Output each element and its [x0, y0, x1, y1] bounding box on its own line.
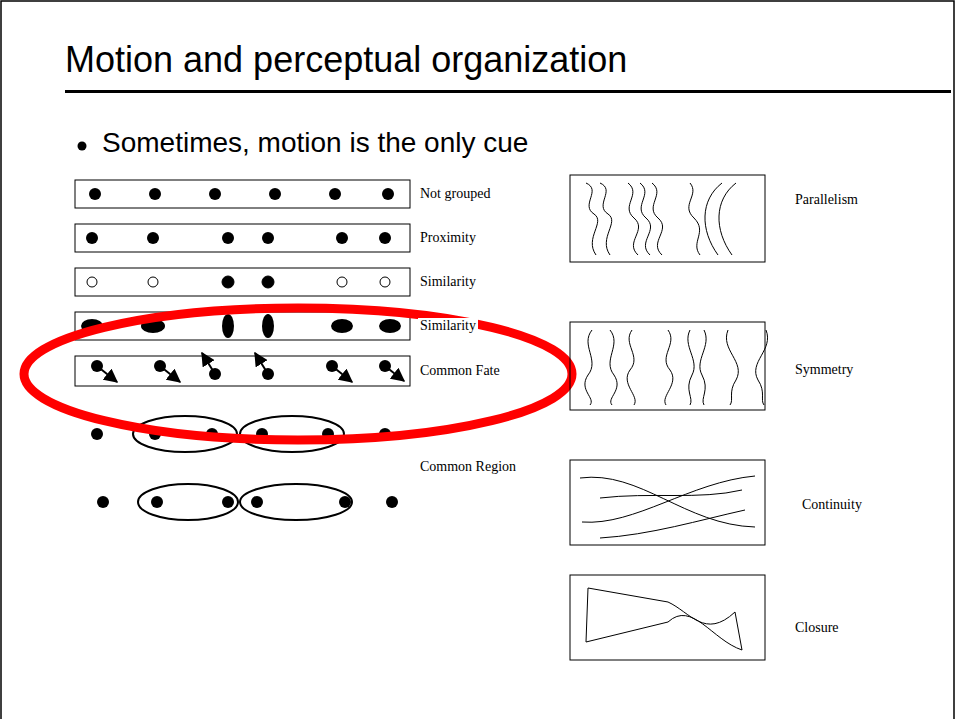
figure-path — [586, 588, 742, 650]
figure-rect — [570, 322, 765, 410]
figure-rect — [75, 356, 410, 386]
figure-circle — [339, 496, 351, 508]
figure-ellipse — [138, 484, 238, 520]
group-label: Similarity — [418, 318, 478, 334]
figure-circle — [269, 188, 281, 200]
figure-path — [600, 490, 742, 498]
figure-circle — [337, 277, 347, 287]
figure-circle — [386, 496, 398, 508]
figure-circle — [148, 277, 158, 287]
figure-ellipse — [262, 314, 274, 338]
figure-circle — [78, 142, 87, 151]
figure-rect — [65, 90, 951, 93]
figure-circle — [262, 276, 274, 288]
figure-g — [586, 588, 742, 650]
figure-path — [700, 330, 706, 405]
figure-circle — [151, 496, 163, 508]
group-label: Common Region — [418, 459, 518, 475]
figure-rect — [75, 224, 410, 252]
figure-path — [600, 183, 612, 255]
figure-ellipse — [24, 308, 572, 440]
figure-path — [726, 330, 738, 405]
figure-ellipse — [240, 484, 352, 520]
figure-line — [202, 353, 215, 374]
figure-path — [610, 330, 617, 405]
bullet-text: Sometimes, motion is the only cue — [102, 128, 528, 159]
figure-line — [385, 366, 404, 381]
figure-circle — [262, 232, 274, 244]
figure-g — [97, 353, 404, 382]
figure-g — [586, 183, 736, 255]
figure-path — [600, 510, 745, 538]
figure-line — [332, 366, 352, 382]
figure-path — [586, 183, 598, 255]
group-label: Symmetry — [793, 362, 855, 378]
figure-g — [585, 330, 768, 405]
figure-path — [628, 183, 639, 255]
group-label: Continuity — [800, 497, 864, 513]
figure-circle — [380, 277, 390, 287]
figure-path — [652, 183, 663, 255]
figure-circle — [91, 428, 103, 440]
figure-path — [582, 476, 755, 522]
figure-circle — [329, 188, 341, 200]
figure-path — [665, 330, 673, 405]
figure-g — [86, 232, 391, 244]
figure-ellipse — [240, 416, 344, 452]
figure-rect — [570, 175, 765, 262]
figure-circle — [251, 496, 263, 508]
figure-ellipse — [379, 319, 401, 333]
figure-rect — [75, 268, 410, 296]
figure-circle — [222, 276, 234, 288]
figure-line — [97, 366, 117, 382]
figure-g — [87, 276, 390, 288]
figure-circle — [89, 188, 101, 200]
figure-circle — [209, 188, 221, 200]
group-label: Similarity — [418, 274, 478, 290]
figure-circle — [87, 277, 97, 287]
figure-g — [89, 188, 394, 200]
group-label: Common Fate — [418, 363, 502, 379]
figure-circle — [222, 232, 234, 244]
figure-path — [580, 477, 755, 527]
figure-circle — [382, 188, 394, 200]
group-label: Closure — [793, 620, 841, 636]
group-label: Proximity — [418, 230, 478, 246]
figure-circle — [222, 496, 234, 508]
figure-line — [255, 353, 268, 374]
figure-circle — [379, 232, 391, 244]
figure-g — [580, 476, 755, 538]
figure-rect — [75, 180, 410, 208]
figure-g — [75, 180, 410, 386]
figure-path — [585, 330, 592, 405]
figure-path — [627, 330, 635, 405]
figure-circle — [147, 232, 159, 244]
figure-g — [570, 175, 765, 660]
figure-path — [689, 183, 700, 255]
figure-rect — [570, 460, 765, 545]
figure-circle — [336, 232, 348, 244]
figure-ellipse — [222, 314, 234, 338]
figure-path — [688, 330, 694, 405]
figure-path — [756, 330, 768, 405]
slide-title: Motion and perceptual organization — [65, 40, 627, 80]
group-label: Not grouped — [418, 186, 492, 202]
figure-path — [719, 183, 736, 255]
figure-ellipse — [331, 319, 353, 333]
figure-circle — [97, 496, 109, 508]
figure-path — [640, 183, 651, 255]
figure-circle — [149, 188, 161, 200]
figure-circle — [86, 232, 98, 244]
figure-line — [160, 366, 180, 382]
figure-rect — [570, 575, 765, 660]
group-label: Parallelism — [793, 192, 860, 208]
